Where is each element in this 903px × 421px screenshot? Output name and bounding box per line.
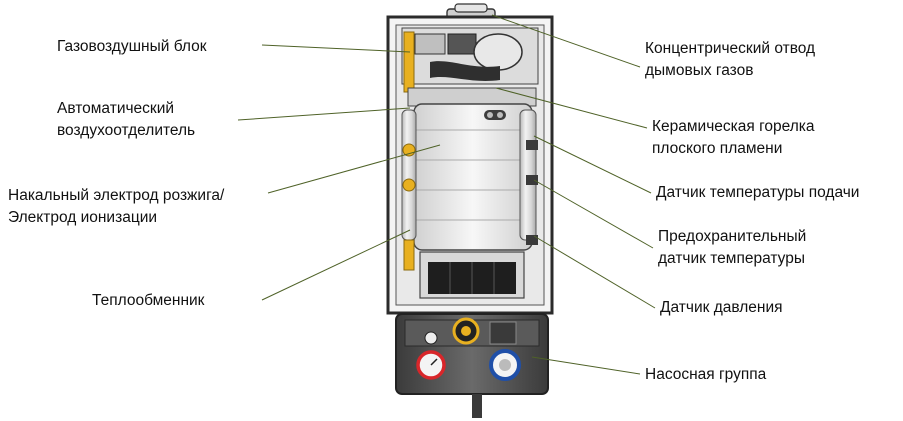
- pump-group-part: [395, 313, 549, 418]
- label-safety-temp-sensor: Предохранительный датчик температуры: [658, 228, 807, 267]
- condensate-tray: [419, 251, 525, 299]
- leader-flue-outlet: [491, 14, 641, 68]
- leader-pressure-sensor: [533, 235, 656, 309]
- leader-safety-temp-sensor: [533, 179, 654, 249]
- label-pump-group: Насосная группа: [645, 366, 767, 383]
- leader-heat-exchanger: [261, 229, 411, 301]
- leader-ignition-electrode: [267, 144, 441, 194]
- label-heat-exchanger: Теплообменник: [92, 292, 205, 309]
- label-flow-temp-sensor: Датчик температуры подачи: [656, 184, 860, 201]
- label-pressure-sensor: Датчик давления: [660, 299, 783, 316]
- heat-exchanger-part: [401, 87, 538, 271]
- leader-ceramic-burner: [495, 87, 648, 129]
- label-ignition-electrode: Накальный электрод розжига/ Электрод ион…: [8, 187, 225, 226]
- leader-auto-air-vent: [237, 107, 411, 121]
- leader-flow-temp-sensor: [533, 135, 652, 194]
- label-flue-outlet: Концентрический отвод дымовых газов: [645, 40, 816, 79]
- gas-air-unit-part: [401, 27, 539, 93]
- leader-gas-air-unit: [261, 44, 411, 53]
- leader-pump-group: [531, 356, 641, 375]
- leader-lines: [237, 14, 656, 375]
- label-auto-air-vent: Автоматический воздухоотделитель: [57, 100, 196, 139]
- label-ceramic-burner: Керамическая горелка плоского пламени: [652, 118, 815, 157]
- label-gas-air-unit: Газовоздушный блок: [57, 38, 207, 55]
